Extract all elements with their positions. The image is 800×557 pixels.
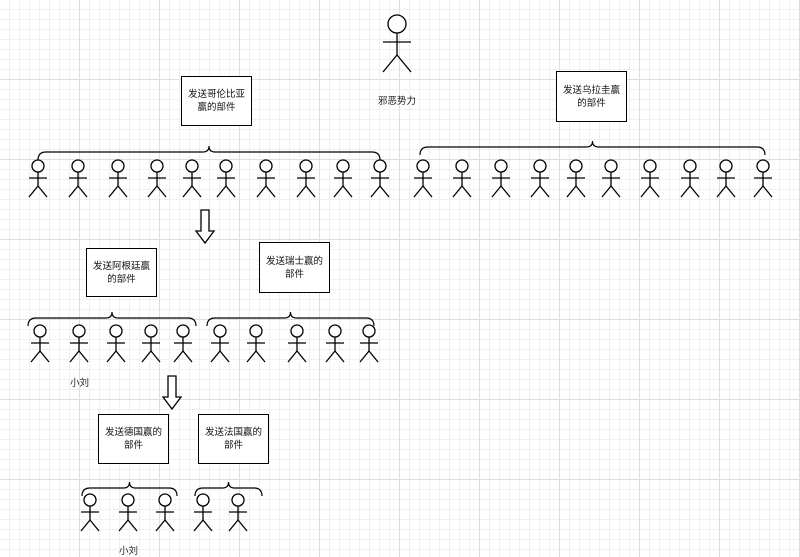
germany-member-actor-icon[interactable] [80, 493, 100, 532]
argentina-member-actor-icon[interactable] [141, 324, 161, 363]
switzerland-member-actor-icon[interactable] [359, 324, 379, 363]
group-box-uruguay[interactable]: 发送乌拉圭赢的部件 [556, 71, 627, 122]
argentina-member-actor-icon[interactable] [69, 324, 89, 363]
colombia-member-actor-icon[interactable] [333, 159, 353, 198]
uruguay-member-actor-icon[interactable] [753, 159, 773, 198]
down-arrow-icon [161, 375, 183, 411]
group-box-switzerland[interactable]: 发送瑞士赢的部件 [259, 242, 330, 293]
germany-member-actor-icon[interactable] [155, 493, 175, 532]
uruguay-member-actor-icon[interactable] [452, 159, 472, 198]
uruguay-member-actor-icon[interactable] [413, 159, 433, 198]
group-box-argentina-label: 发送阿根廷赢的部件 [92, 260, 150, 285]
switzerland-group-bracket [206, 311, 375, 327]
uruguay-member-actor-icon[interactable] [716, 159, 736, 198]
colombia-member-actor-icon[interactable] [296, 159, 316, 198]
switzerland-member-actor-icon[interactable] [287, 324, 307, 363]
group-box-argentina[interactable]: 发送阿根廷赢的部件 [86, 248, 157, 297]
uruguay-member-actor-icon[interactable] [566, 159, 586, 198]
group-box-france-label: 发送法国赢的部件 [204, 427, 262, 451]
uruguay-member-actor-icon[interactable] [530, 159, 550, 198]
group-box-uruguay-label: 发送乌拉圭赢的部件 [562, 84, 620, 109]
group-box-colombia[interactable]: 发送哥伦比亚赢的部件 [181, 76, 252, 126]
germany-member-actor-icon[interactable] [118, 493, 138, 532]
colombia-member-actor-icon[interactable] [108, 159, 128, 198]
colombia-member-actor-icon[interactable] [216, 159, 236, 198]
germany-group-bracket [81, 481, 178, 497]
uruguay-group-bracket [419, 140, 766, 156]
argentina-group-bracket [27, 311, 197, 327]
boss-actor-icon[interactable] [382, 14, 412, 73]
switzerland-member-actor-icon[interactable] [325, 324, 345, 363]
switzerland-member-actor-icon[interactable] [210, 324, 230, 363]
colombia-member-actor-icon[interactable] [370, 159, 390, 198]
colombia-member-actor-icon[interactable] [182, 159, 202, 198]
switzerland-member-actor-icon[interactable] [246, 324, 266, 363]
uruguay-member-actor-icon[interactable] [680, 159, 700, 198]
colombia-group-bracket [37, 145, 381, 161]
argentina-member-actor-icon[interactable] [30, 324, 50, 363]
group-box-germany-label: 发送德国赢的部件 [104, 427, 162, 451]
argentina-member-actor-icon[interactable] [173, 324, 193, 363]
argentina-member-actor-icon[interactable] [106, 324, 126, 363]
france-member-actor-icon[interactable] [193, 493, 213, 532]
group-box-france[interactable]: 发送法国赢的部件 [198, 414, 269, 464]
actor-label-xiaoliu-argentina: 小刘 [70, 378, 90, 389]
colombia-member-actor-icon[interactable] [256, 159, 276, 198]
uruguay-member-actor-icon[interactable] [491, 159, 511, 198]
uruguay-member-actor-icon[interactable] [601, 159, 621, 198]
actor-label-xiaoliu-germany: 小刘 [119, 546, 139, 557]
group-box-germany[interactable]: 发送德国赢的部件 [98, 414, 169, 464]
down-arrow-icon [194, 209, 216, 245]
france-group-bracket [194, 481, 263, 497]
group-box-colombia-label: 发送哥伦比亚赢的部件 [187, 89, 245, 113]
france-member-actor-icon[interactable] [228, 493, 248, 532]
colombia-member-actor-icon[interactable] [28, 159, 48, 198]
colombia-member-actor-icon[interactable] [68, 159, 88, 198]
group-box-switzerland-label: 发送瑞士赢的部件 [265, 255, 323, 280]
uruguay-member-actor-icon[interactable] [640, 159, 660, 198]
boss-label: 邪恶势力 [378, 96, 417, 107]
colombia-member-actor-icon[interactable] [147, 159, 167, 198]
connector-layer [27, 140, 766, 497]
